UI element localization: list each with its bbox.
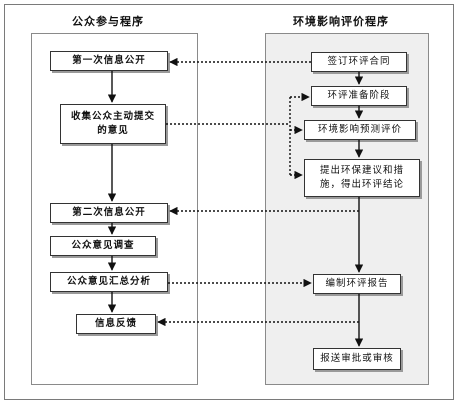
compile-report-box: 编制环评报告 <box>313 274 401 294</box>
survey-box: 公众意见调查 <box>50 236 156 256</box>
prediction-box: 环境影响预测评价 <box>304 120 416 140</box>
submit-box: 报送审批或审核 <box>313 348 401 370</box>
right-column-title: 环境影响评价程序 <box>293 15 389 28</box>
sign-contract-box: 签订环评合同 <box>311 52 407 72</box>
collect-opinions-box: 收集公众主动提交的意见 <box>60 104 166 144</box>
feedback-box: 信息反馈 <box>76 314 156 334</box>
first-disclosure-box: 第一次信息公开 <box>50 51 168 71</box>
second-disclosure-box: 第二次信息公开 <box>50 203 168 223</box>
left-column-title: 公众参与程序 <box>72 15 144 28</box>
preparation-box: 环评准备阶段 <box>311 86 407 106</box>
summary-analysis-box: 公众意见汇总分析 <box>50 272 168 292</box>
proposals-box: 提出环保建议和措施，得出环评结论 <box>304 159 420 197</box>
